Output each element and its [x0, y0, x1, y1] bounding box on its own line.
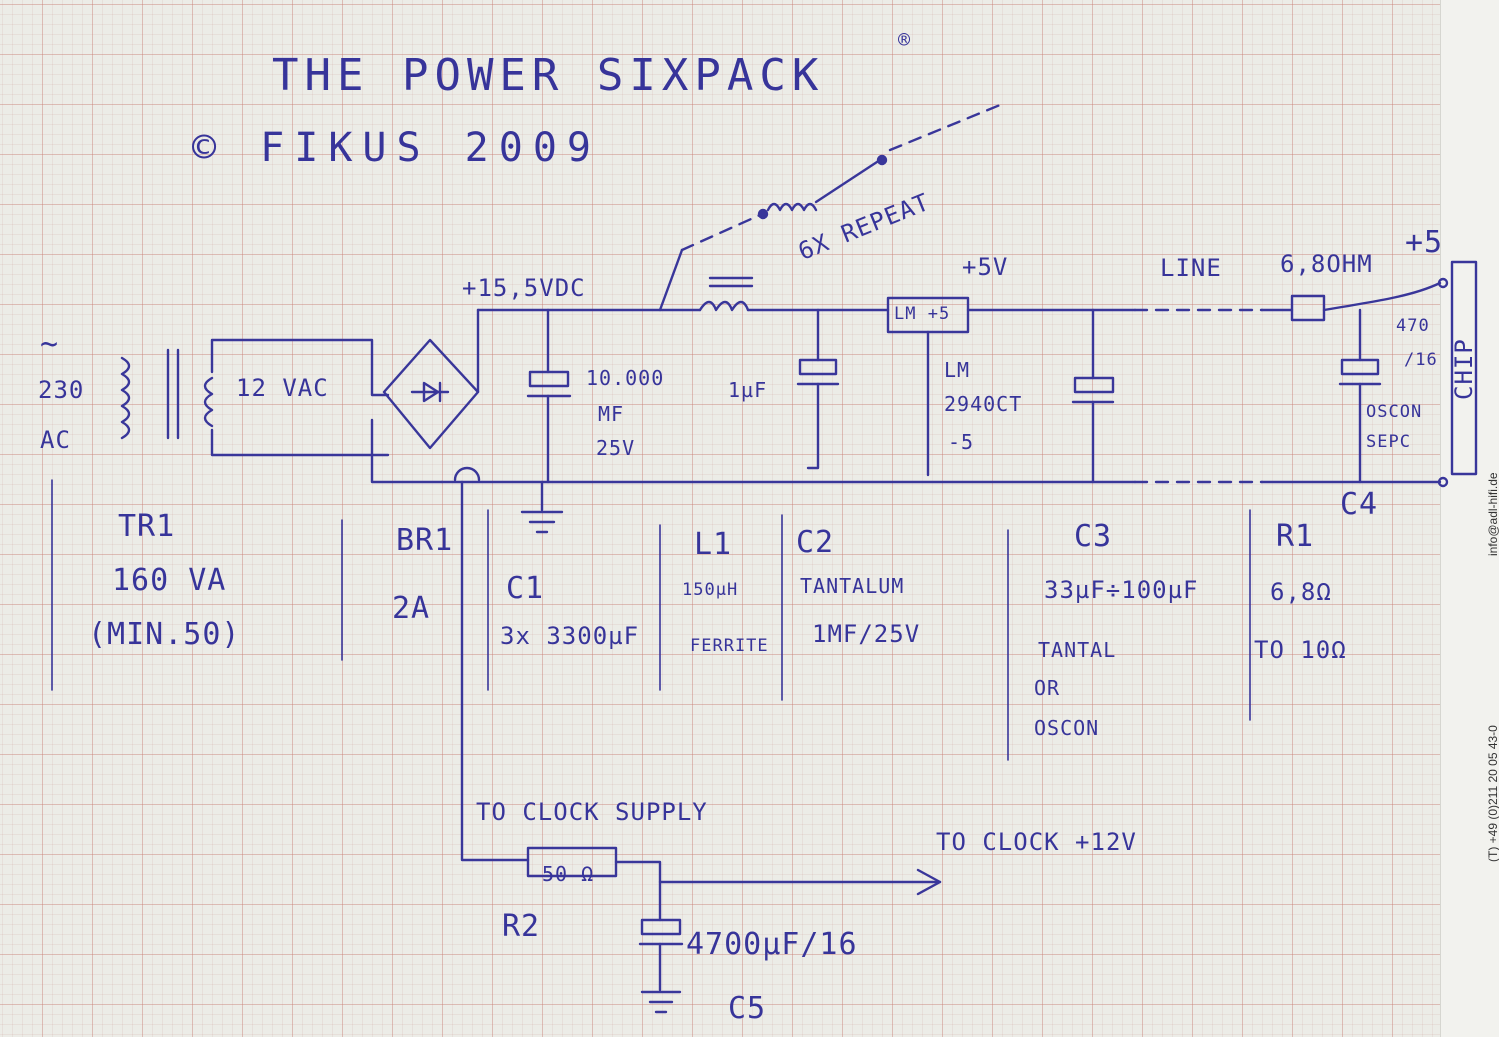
regulator-box-label: LM +5 [894, 304, 951, 324]
regulator-note-line1: LM [944, 358, 971, 382]
chip-box [1450, 260, 1478, 476]
r2-ref: R2 [502, 909, 541, 944]
schematic-title: THE POWER SIXPACK [272, 50, 825, 101]
transformer-symbol [120, 338, 390, 457]
c3-type: TANTAL [1038, 638, 1117, 662]
output-plus-label: +5 [1405, 225, 1444, 260]
clock-supply-label: TO CLOCK SUPPLY [476, 798, 708, 826]
r2-value: 50 Ω [542, 862, 595, 886]
l1-value: 150µH [682, 580, 739, 600]
tr1-minimum: (MIN.50) [88, 617, 241, 652]
c4-type-line1: OSCON [1366, 402, 1423, 422]
l1-ref: L1 [694, 527, 733, 562]
r1-range: TO 10Ω [1254, 636, 1347, 664]
c4-value-line2: /16 [1404, 350, 1438, 370]
c1-value-line1: 10.000 [586, 366, 665, 390]
repeat-branch [658, 103, 1002, 312]
c4-capacitor-symbol [1338, 308, 1382, 484]
br1-ref: BR1 [396, 523, 454, 558]
c4-type-line2: SEPC [1366, 432, 1411, 452]
chip-label: CHIP [1450, 338, 1478, 400]
c1-ref: C1 [506, 571, 545, 606]
mains-unit: AC [40, 426, 71, 454]
c2-type: TANTALUM [800, 574, 905, 598]
paper-edge [1440, 0, 1499, 1037]
tr1-ref: TR1 [118, 509, 176, 544]
line-label: LINE [1160, 254, 1222, 282]
positive-rail [476, 277, 1449, 334]
br1-rating: 2A [392, 591, 431, 626]
registered-mark: ® [898, 28, 912, 52]
column-separators [51, 479, 1251, 761]
c1-capacitor-symbol [520, 308, 572, 534]
dc-rail-label: +15,5VDC [462, 274, 586, 302]
c3-value: 33µF÷100µF [1044, 576, 1199, 604]
r1-value: 6,8Ω [1270, 578, 1332, 606]
mains-symbol: ~ [40, 327, 60, 362]
clock-branch [460, 480, 942, 1014]
regulator-note-line3: -5 [948, 430, 975, 454]
copyright-line: © FIKUS 2009 [192, 125, 601, 171]
c2-ref: C2 [796, 525, 835, 560]
c1-value-line2: MF [598, 402, 625, 426]
c3-or: OR [1034, 676, 1061, 700]
c2-value: 1µF [728, 378, 768, 402]
c4-ref: C4 [1340, 487, 1379, 522]
ground-rail [440, 466, 1449, 488]
secondary-voltage: 12 VAC [236, 374, 329, 402]
l1-type: FERRITE [690, 636, 769, 656]
regulator-note-line2: 2940CT [944, 392, 1023, 416]
c5-value: 4700µF/16 [686, 927, 858, 962]
bridge-rectifier-symbol [370, 308, 480, 484]
r1-ref: R1 [1276, 519, 1315, 554]
c1-value: 3x 3300µF [500, 622, 640, 650]
c3-capacitor-symbol [1071, 308, 1115, 484]
mains-voltage: 230 [38, 376, 85, 404]
c4-value-line1: 470 [1396, 316, 1430, 336]
c2-capacitor-symbol [796, 308, 840, 470]
c1-value-line3: 25V [596, 436, 636, 460]
c5-ref: C5 [728, 991, 767, 1026]
five-volt-label: +5V [962, 253, 1009, 281]
c3-ref: C3 [1074, 519, 1113, 554]
line-resistor-label: 6,8OHM [1280, 250, 1373, 278]
c2-rating: 1MF/25V [812, 620, 921, 648]
clock-output-label: TO CLOCK +12V [936, 828, 1137, 856]
tr1-rating: 160 VA [112, 563, 227, 598]
c3-alt-type: OSCON [1034, 716, 1100, 740]
